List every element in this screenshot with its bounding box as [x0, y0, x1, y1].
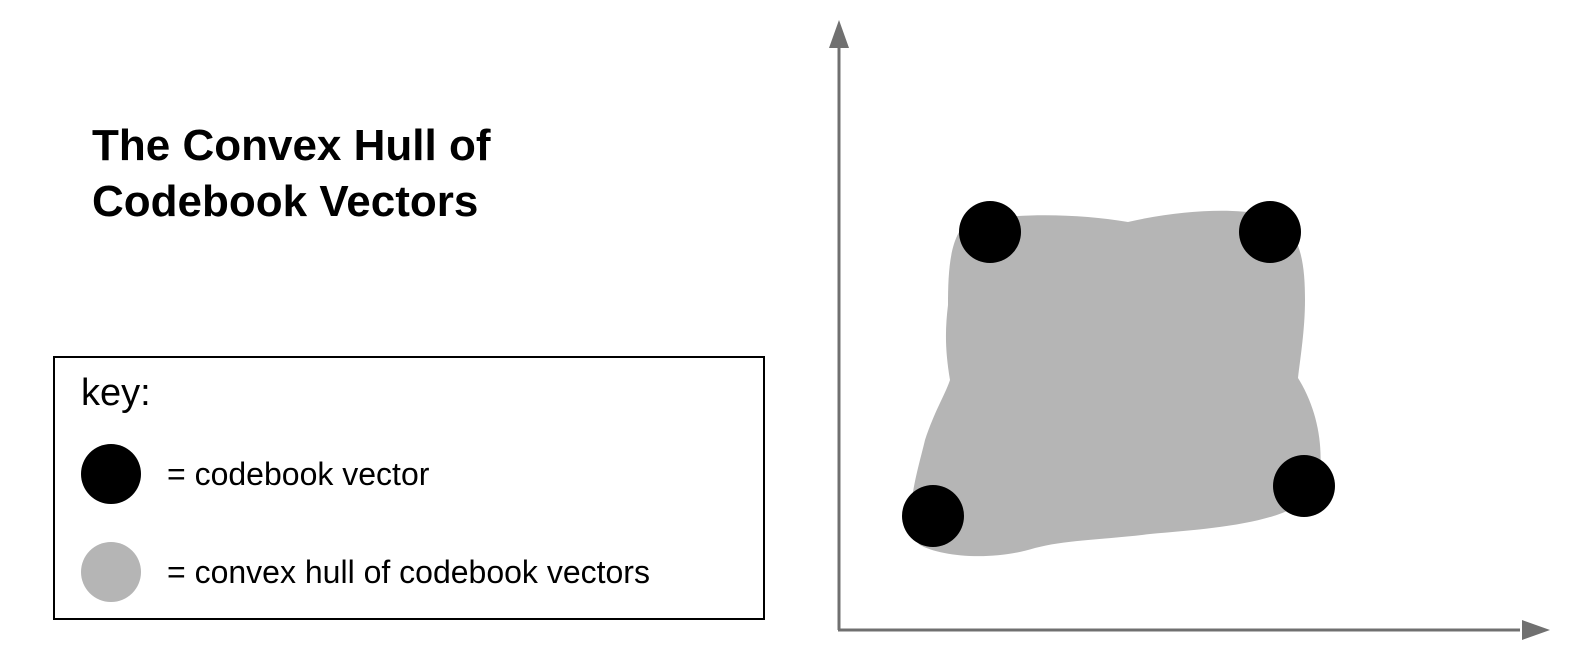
diagram-title: The Convex Hull of Codebook Vectors — [92, 118, 490, 230]
legend-item-convex-hull: = convex hull of codebook vectors — [81, 542, 650, 602]
y-axis-arrow-icon — [829, 20, 849, 48]
convex-hull-region — [910, 210, 1321, 557]
legend-title: key: — [81, 372, 151, 414]
gray-circle-icon — [81, 542, 141, 602]
codebook-vector-point-top-left — [959, 201, 1021, 263]
legend-label-codebook-vector: = codebook vector — [167, 455, 430, 492]
legend-item-codebook-vector: = codebook vector — [81, 444, 429, 504]
codebook-vector-point-bottom-left — [902, 485, 964, 547]
legend-label-convex-hull: = convex hull of codebook vectors — [167, 553, 650, 590]
x-axis-arrow-icon — [1522, 620, 1550, 640]
codebook-vector-point-top-right — [1239, 201, 1301, 263]
legend-box: key: = codebook vector = convex hull of … — [53, 356, 765, 620]
codebook-vector-point-bottom-right — [1273, 455, 1335, 517]
title-line-2: Codebook Vectors — [92, 177, 479, 226]
black-circle-icon — [81, 444, 141, 504]
title-line-1: The Convex Hull of — [92, 121, 491, 170]
